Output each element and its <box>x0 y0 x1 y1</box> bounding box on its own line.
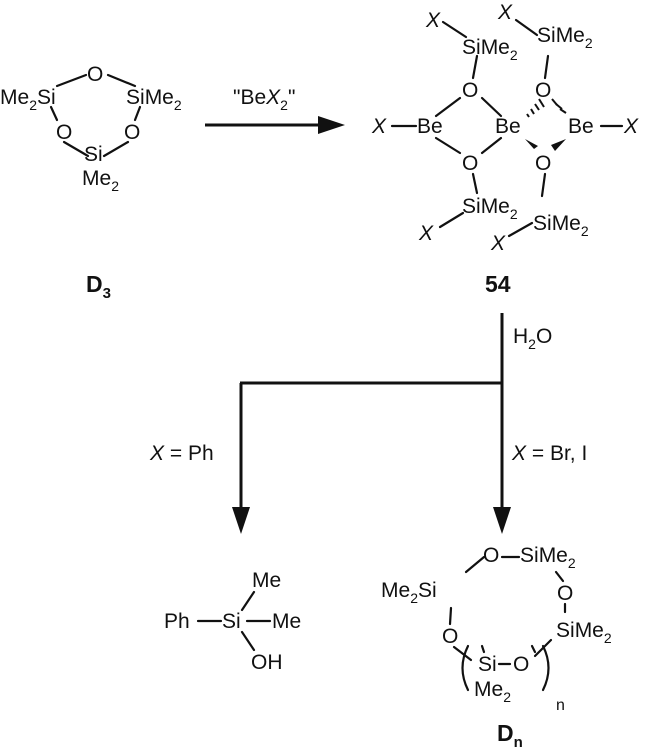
arrow-head <box>493 507 511 534</box>
sime2-group: SiMe2 <box>556 619 612 646</box>
hydrolysis-arrows: H2O X = Ph X = Br, I <box>149 313 587 534</box>
ring-oxygen-right: O <box>124 121 140 144</box>
arrow-head <box>232 507 250 534</box>
ring-silicon-bottom-methyls: Me2 <box>82 167 119 194</box>
reagent-water: H2O <box>513 325 552 352</box>
x-substituent: X <box>418 222 434 245</box>
phenyl-group: Ph <box>164 610 190 633</box>
hashed-bond <box>526 98 545 118</box>
sime2-group: SiMe2 <box>537 24 593 51</box>
condition-x-br-i: X = Br, I <box>511 442 587 465</box>
wedge-bond <box>551 139 566 151</box>
sime2-group: SiMe2 <box>533 212 589 239</box>
condition-x-ph: X = Ph <box>149 442 214 465</box>
bond <box>540 172 547 198</box>
compound-label-d3: D3 <box>86 271 111 302</box>
bond <box>480 644 486 654</box>
bond <box>530 644 537 654</box>
x-substituent: X <box>371 115 387 138</box>
hydroxyl-group: OH <box>251 651 283 674</box>
repeat-count-n: n <box>556 697 565 714</box>
bond <box>438 211 465 229</box>
repeat-unit-oxygen: O <box>513 653 529 676</box>
reagent-arrow: "BeX2" <box>205 86 345 134</box>
wedge-bond <box>525 139 538 149</box>
bond <box>507 221 534 238</box>
bond <box>452 645 473 662</box>
oxygen-atom: O <box>535 152 551 175</box>
methyl-right: Me <box>272 610 301 633</box>
bond <box>55 73 88 88</box>
x-substituent: X <box>623 115 639 138</box>
bond <box>448 606 453 626</box>
bond <box>480 96 503 118</box>
bond <box>471 172 479 195</box>
repeat-unit-silicon: Si <box>478 653 497 676</box>
arrow-head <box>318 116 345 134</box>
methyl-top: Me <box>252 569 281 592</box>
reagent-bex2: "BeX2" <box>233 86 295 113</box>
bond <box>49 105 59 122</box>
ring-silicon-left: Me2Si <box>0 86 56 113</box>
bond <box>441 20 468 39</box>
x-substituent: X <box>497 1 513 24</box>
bond <box>464 555 486 574</box>
bond <box>102 140 130 158</box>
oxygen-atom: O <box>535 79 551 102</box>
x-substituent: X <box>490 232 506 255</box>
ring-oxygen: O <box>442 625 458 648</box>
product-silanol: Ph Si Me Me OH <box>164 569 301 674</box>
oxygen-atom: O <box>462 152 478 175</box>
compound-label-dn: Dn <box>497 720 523 749</box>
bond <box>554 570 565 583</box>
hashed-bond <box>551 98 567 114</box>
product-54: X X SiMe2 SiMe2 O O X Be Be Be X O O SiM… <box>371 1 639 297</box>
bond <box>471 54 479 80</box>
bond <box>543 54 550 80</box>
silicon-atom: Si <box>222 610 241 633</box>
beryllium-atom: Be <box>417 115 443 138</box>
me2si-group: Me2Si <box>381 579 437 606</box>
bond <box>514 18 539 37</box>
bond <box>434 96 462 118</box>
compound-label-54: 54 <box>485 271 511 297</box>
product-dn: O SiMe2 Me2Si O O SiMe2 Si O Me2 n Dn <box>381 544 612 749</box>
bond <box>434 136 462 155</box>
sime2-group: SiMe2 <box>462 195 518 222</box>
bond <box>106 73 137 88</box>
repeat-unit-methyls: Me2 <box>474 678 511 705</box>
repeat-bracket-right <box>541 644 550 692</box>
repeat-bracket-left <box>461 644 470 692</box>
bond <box>240 590 256 612</box>
sime2-group: SiMe2 <box>520 544 576 571</box>
bond <box>480 136 503 155</box>
sime2-group: SiMe2 <box>462 36 518 63</box>
ring-oxygen-top: O <box>87 63 103 86</box>
oxygen-atom: O <box>462 79 478 102</box>
ring-oxygen-left: O <box>56 121 72 144</box>
ring-oxygen: O <box>557 582 573 605</box>
ring-silicon-bottom: Si <box>84 143 103 166</box>
ring-silicon-right: SiMe2 <box>126 86 182 113</box>
reactant-d3: O Me2Si SiMe2 O O Si Me2 D3 <box>0 63 182 302</box>
beryllium-atom: Be <box>568 115 594 138</box>
x-substituent: X <box>425 9 441 32</box>
bond <box>240 630 256 652</box>
bond <box>62 140 90 158</box>
ring-oxygen: O <box>483 544 499 567</box>
beryllium-atom: Be <box>495 115 521 138</box>
bond <box>133 105 142 122</box>
